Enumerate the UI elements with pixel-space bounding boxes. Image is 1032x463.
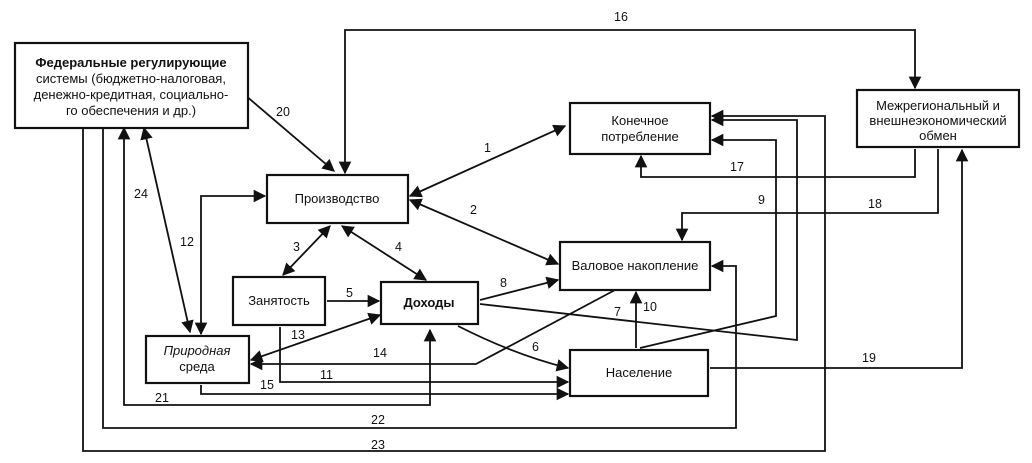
edge-label-23: 23 [371, 438, 385, 452]
node-interregional-line-3: обмен [919, 128, 957, 143]
node-interregional-line-2: внешнеэкономический [869, 113, 1006, 128]
edge-15: 15 [200, 378, 570, 401]
edge-label-3: 3 [293, 240, 300, 254]
edge-label-6: 6 [532, 340, 539, 354]
node-nature-line-2: среда [179, 359, 215, 374]
node-employment-label: Занятость [248, 293, 310, 308]
node-interregional-exchange: Межрегиональный и внешнеэкономический об… [855, 88, 1021, 149]
node-production-label: Производство [295, 191, 380, 206]
edge-label-5: 5 [346, 286, 353, 300]
node-final-consumption-line-2: потребление [601, 129, 679, 144]
edge-label-2: 2 [470, 203, 477, 217]
node-population: Население [568, 348, 710, 398]
node-federal-systems: Федеральные регулирующие системы (бюджет… [13, 41, 250, 130]
edge-label-1: 1 [484, 141, 491, 155]
edge-17: 17 [634, 149, 916, 178]
edge-5: 5 [327, 286, 381, 308]
node-final-consumption-line-1: Конечное [611, 113, 668, 128]
node-interregional-line-1: Межрегиональный и [876, 98, 1000, 113]
node-natural-environment: Природная среда [144, 334, 251, 385]
edge-label-22: 22 [371, 413, 385, 427]
edge-label-17: 17 [730, 160, 744, 174]
node-federal-line-1: Федеральные регулирующие [35, 55, 226, 70]
edge-label-7: 7 [614, 305, 621, 319]
edge-1: 1 [408, 124, 567, 198]
edge-23: 23 [82, 109, 826, 452]
edge-label-18: 18 [868, 197, 882, 211]
edge-label-8: 8 [500, 276, 507, 290]
edge-label-19: 19 [862, 351, 876, 365]
edge-24: 24 [134, 126, 194, 334]
node-employment: Занятость [231, 275, 327, 327]
node-federal-line-4: го обеспечения и др.) [66, 103, 196, 118]
edge-label-11: 11 [320, 368, 333, 382]
edge-label-9: 9 [758, 193, 765, 207]
edge-10: 10 [629, 290, 657, 348]
edge-label-4: 4 [395, 240, 402, 254]
node-income-label: Доходы [403, 295, 454, 310]
edge-label-14: 14 [373, 346, 387, 360]
node-population-label: Население [606, 365, 672, 380]
edge-14: 14 [249, 289, 616, 371]
node-income: Доходы [379, 280, 480, 326]
edge-label-21: 21 [155, 391, 169, 405]
edge-16: 16 [338, 10, 922, 175]
edge-8: 8 [479, 276, 560, 301]
edge-label-12: 12 [180, 235, 194, 249]
edge-22: 22 [102, 128, 737, 429]
edge-21: 21 [117, 126, 437, 406]
edge-2: 2 [408, 198, 560, 266]
node-federal-line-3: денежно-кредитная, социально- [34, 87, 229, 102]
node-final-consumption: Конечное потребление [568, 101, 712, 156]
edge-label-15: 15 [260, 378, 274, 392]
edge-label-10: 10 [643, 300, 657, 314]
edge-3: 3 [282, 225, 331, 276]
edge-20: 20 [244, 94, 335, 172]
node-gross-accumulation: Валовое накопление [558, 240, 712, 292]
node-federal-line-2: системы (бюджетно-налоговая, [36, 71, 226, 86]
node-gross-accumulation-label: Валовое накопление [572, 258, 699, 273]
node-production: Производство [265, 173, 410, 225]
edge-18: 18 [675, 149, 939, 242]
edge-label-13: 13 [291, 328, 305, 342]
edge-6: 6 [457, 325, 570, 372]
edge-4: 4 [340, 225, 428, 281]
edge-label-16: 16 [614, 10, 628, 24]
edge-label-24: 24 [134, 187, 148, 201]
edge-label-20: 20 [276, 105, 290, 119]
node-nature-line-1: Природная [164, 343, 231, 358]
edge-19: 19 [710, 148, 969, 369]
